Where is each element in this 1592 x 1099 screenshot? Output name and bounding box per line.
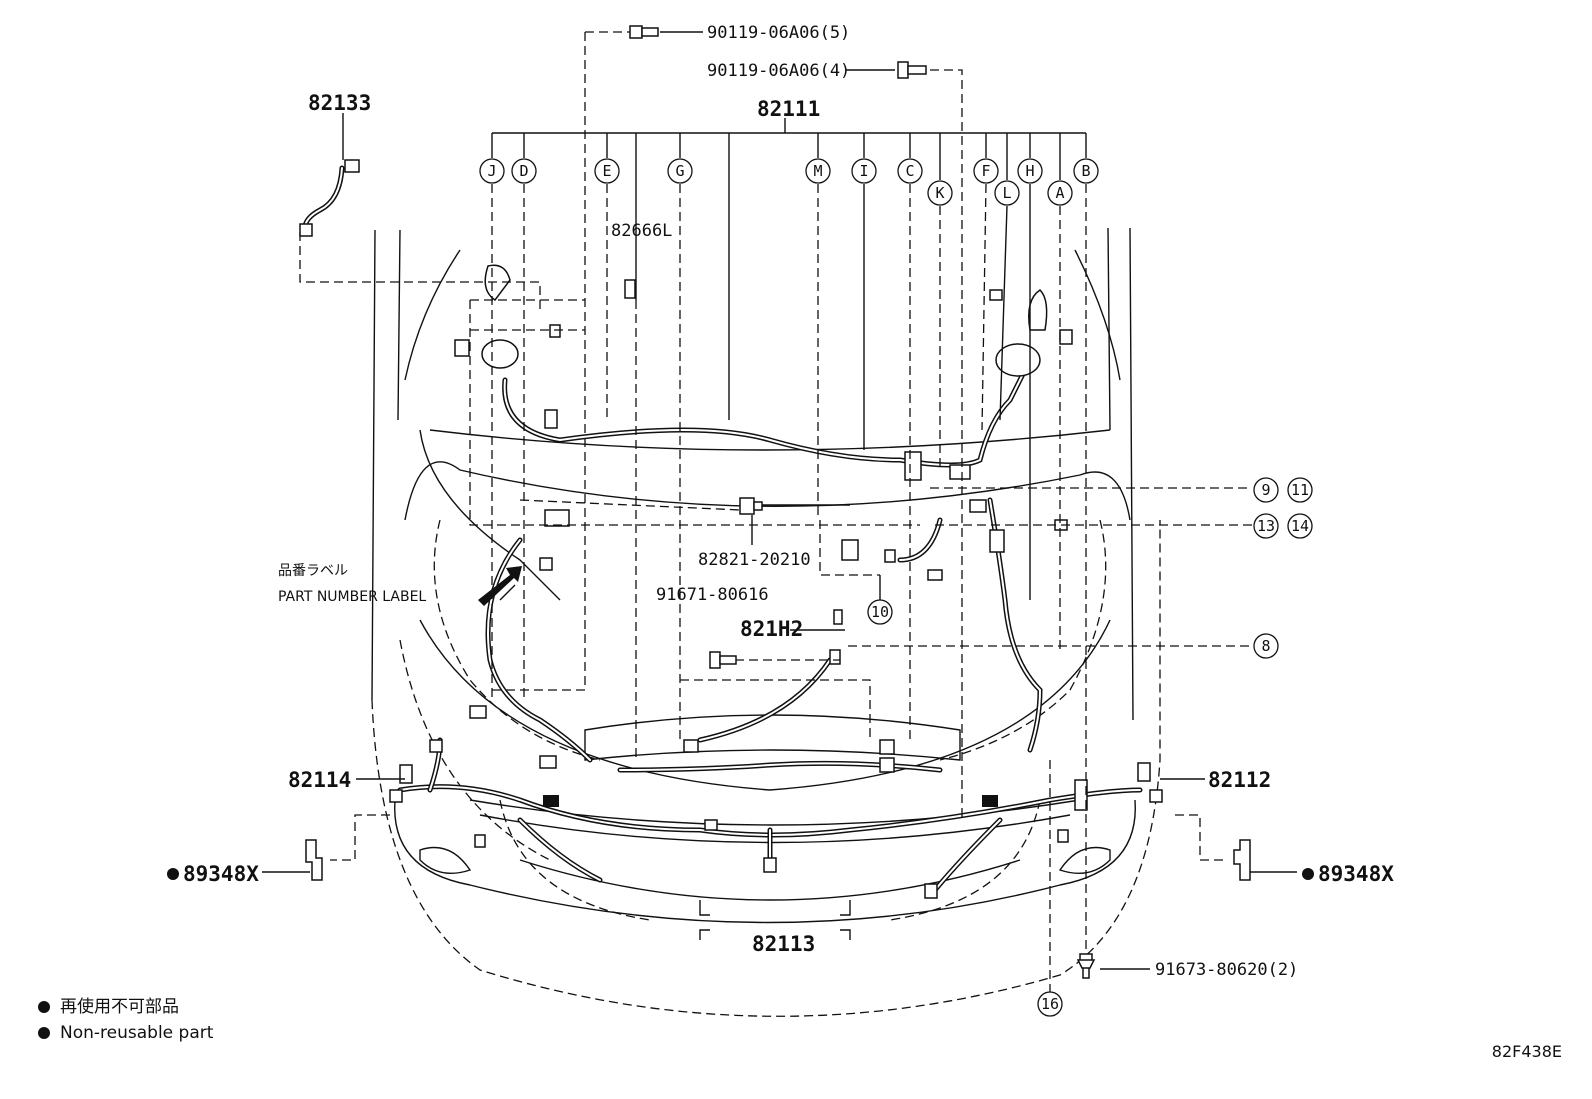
callout-e: E — [594, 158, 620, 184]
legend-text-en: Non-reusable part — [60, 1023, 214, 1043]
svg-text:E: E — [602, 162, 611, 180]
svg-text:16: 16 — [1041, 995, 1059, 1013]
part-82666l: 82666L — [611, 221, 672, 241]
part-leaders — [262, 31, 1297, 992]
part-89348x-right: 89348X — [1318, 862, 1394, 886]
callout-a: A — [1047, 180, 1073, 206]
non-reusable-dot-icon — [38, 1001, 50, 1013]
callout-k: K — [927, 180, 953, 206]
part-82112: 82112 — [1208, 768, 1271, 792]
legend-text-jp: 再使用不可部品 — [60, 997, 179, 1017]
callout-d: D — [511, 158, 537, 184]
svg-text:F: F — [981, 162, 990, 180]
callout-11: 11 — [1287, 477, 1313, 503]
part-90119-06a06-5: 90119-06A06(5) — [707, 23, 850, 43]
callout-j: J — [479, 158, 505, 184]
callout-g: G — [667, 158, 693, 184]
non-reusable-marker-right — [1302, 868, 1314, 880]
svg-text:M: M — [813, 162, 822, 180]
diagram-code: 82F438E — [1491, 1042, 1562, 1061]
svg-text:A: A — [1055, 184, 1064, 202]
svg-text:8: 8 — [1261, 637, 1270, 655]
legend-row-en: Non-reusable part — [38, 1020, 213, 1046]
part-number-label-jp: 品番ラベル — [278, 563, 348, 579]
part-82114: 82114 — [288, 768, 351, 792]
part-82113: 82113 — [752, 932, 815, 956]
callout-i: I — [851, 158, 877, 184]
callout-14: 14 — [1287, 513, 1313, 539]
svg-text:K: K — [935, 184, 944, 202]
svg-text:I: I — [859, 162, 868, 180]
bracket-icon-89348x-left — [305, 839, 323, 881]
callout-m: M — [805, 158, 831, 184]
callout-8: 8 — [1253, 633, 1279, 659]
svg-text:G: G — [675, 162, 684, 180]
callout-9: 9 — [1253, 477, 1279, 503]
svg-text:C: C — [905, 162, 914, 180]
part-number-label-en: PART NUMBER LABEL — [278, 589, 427, 605]
callout-13: 13 — [1253, 513, 1279, 539]
svg-text:10: 10 — [871, 603, 889, 621]
part-number-label-arrow-icon — [478, 566, 522, 606]
non-reusable-marker-left — [167, 868, 179, 880]
bracket-icon-89348x-right — [1233, 839, 1251, 881]
bolt-icon-91671 — [709, 651, 737, 669]
bolt-icon-90119-4 — [897, 61, 927, 79]
callout-10: 10 — [867, 599, 893, 625]
callout-c: C — [897, 158, 923, 184]
part-82821-20210: 82821-20210 — [698, 550, 811, 570]
svg-text:13: 13 — [1257, 517, 1275, 535]
callout-16: 16 — [1037, 991, 1063, 1017]
svg-text:14: 14 — [1291, 517, 1309, 535]
legend-row-jp: 再使用不可部品 — [38, 994, 213, 1020]
sub-harness-icon-82133 — [299, 159, 360, 237]
svg-text:L: L — [1002, 184, 1011, 202]
connector-callouts: J D E G M I C K F L H A B — [479, 158, 1099, 206]
callout-b: B — [1073, 158, 1099, 184]
svg-text:B: B — [1081, 162, 1090, 180]
callout-leader-tree — [491, 118, 1087, 800]
svg-text:J: J — [487, 162, 496, 180]
part-number-labels: 90119-06A06(5) 90119-06A06(4) 82133 8211… — [167, 23, 1394, 980]
part-91673-80620-2: 91673-80620(2) — [1155, 960, 1298, 980]
svg-text:11: 11 — [1291, 481, 1309, 499]
part-91671-80616: 91671-80616 — [656, 585, 769, 605]
non-reusable-dot-icon — [38, 1027, 50, 1039]
bolt-icon-90119-5 — [629, 25, 659, 39]
bolt-icon-91673 — [1076, 953, 1096, 979]
callout-f: F — [973, 158, 999, 184]
svg-text:9: 9 — [1261, 481, 1270, 499]
vehicle-body-outline — [371, 227, 1161, 1017]
legend: 再使用不可部品 Non-reusable part — [38, 994, 213, 1046]
svg-text:D: D — [519, 162, 528, 180]
callout-l: L — [994, 180, 1020, 206]
part-82133: 82133 — [308, 91, 371, 115]
part-821h2: 821H2 — [740, 617, 803, 641]
numbered-callouts: 9 11 13 14 10 8 16 — [867, 477, 1313, 1017]
cap-icon-82821 — [739, 497, 763, 515]
part-number-label-note: 品番ラベル PART NUMBER LABEL — [278, 558, 426, 610]
part-82111: 82111 — [757, 97, 820, 121]
part-90119-06a06-4: 90119-06A06(4) — [707, 61, 850, 81]
part-89348x-left: 89348X — [183, 862, 259, 886]
svg-text:H: H — [1025, 162, 1034, 180]
callout-h: H — [1017, 158, 1043, 184]
